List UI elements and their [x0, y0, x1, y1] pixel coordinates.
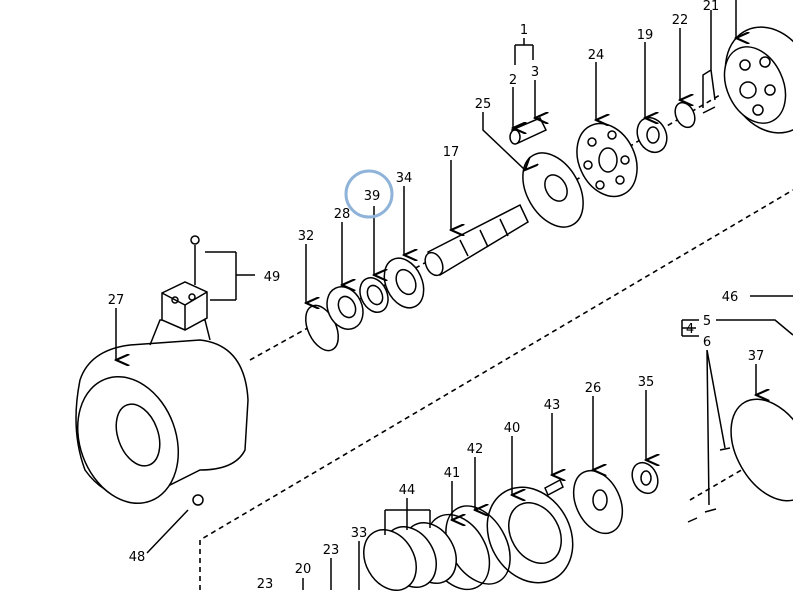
valve-block-part-49[interactable]	[161, 235, 208, 331]
spring-part-43[interactable]	[544, 478, 564, 497]
callout-5[interactable]: 5	[703, 314, 711, 329]
callout-32[interactable]: 32	[298, 229, 315, 244]
callout-34[interactable]: 34	[396, 171, 413, 186]
callout-23[interactable]: 23	[323, 543, 340, 558]
callout-4[interactable]: 4	[686, 322, 694, 337]
bearing-part-35[interactable]	[627, 458, 662, 497]
friction-plates-part-44[interactable]	[353, 513, 467, 592]
ring-part-22[interactable]	[671, 99, 698, 130]
callout-3[interactable]: 3	[531, 65, 539, 80]
callout-43[interactable]: 43	[544, 398, 561, 413]
centerline-lower	[199, 189, 793, 590]
callout-25[interactable]: 25	[475, 97, 492, 112]
bearing-part-19[interactable]	[632, 113, 673, 157]
pins-part-6[interactable]	[687, 447, 731, 523]
piston-part-26[interactable]	[564, 463, 632, 541]
callout-26[interactable]: 26	[585, 381, 602, 396]
callout-6[interactable]: 6	[703, 335, 711, 350]
callout-41[interactable]: 41	[444, 466, 461, 481]
callout-48[interactable]: 48	[129, 550, 146, 565]
callout-21[interactable]: 21	[703, 0, 720, 14]
callout-23-lower[interactable]: 23	[257, 577, 274, 592]
highlight-circle	[344, 169, 394, 219]
plug-part-48[interactable]	[192, 494, 204, 506]
callout-24[interactable]: 24	[588, 48, 605, 63]
callout-28[interactable]: 28	[334, 207, 351, 222]
callout-39[interactable]: 39	[364, 189, 381, 204]
brake-piston-part-40[interactable]	[470, 472, 589, 592]
cylinder-block[interactable]	[709, 12, 793, 147]
callout-44[interactable]: 44	[399, 483, 416, 498]
callout-17[interactable]: 17	[443, 145, 460, 160]
spacer-part-39[interactable]	[355, 273, 394, 317]
callout-49[interactable]: 49	[264, 270, 281, 285]
callout-22[interactable]: 22	[672, 13, 689, 28]
callout-20[interactable]: 20	[295, 562, 312, 577]
pin-part-2-3[interactable]	[509, 117, 548, 145]
bearing-part-34[interactable]	[377, 252, 432, 314]
callout-42[interactable]: 42	[467, 442, 484, 457]
callout-33[interactable]: 33	[351, 526, 368, 541]
callout-27[interactable]: 27	[108, 293, 125, 308]
callout-1[interactable]: 1	[520, 23, 528, 38]
pin-part-21[interactable]	[702, 106, 716, 114]
valve-plate-part-24[interactable]	[566, 114, 649, 207]
callout-40[interactable]: 40	[504, 421, 521, 436]
callout-37[interactable]: 37	[748, 349, 765, 364]
callout-19[interactable]: 19	[637, 28, 654, 43]
callout-labels: 1 2 3 21 22 19 24 25 17 34 39 28 32 49 2…	[108, 0, 765, 592]
callout-2[interactable]: 2	[509, 73, 517, 88]
motor-housing-part-27[interactable]	[61, 319, 249, 517]
shaft-part-17[interactable]	[422, 203, 529, 278]
callout-46[interactable]: 46	[722, 290, 739, 305]
leader-lines	[116, 0, 793, 590]
seal-part-28[interactable]	[320, 281, 369, 335]
callout-35[interactable]: 35	[638, 375, 655, 390]
o-ring-part-37[interactable]	[714, 385, 793, 515]
